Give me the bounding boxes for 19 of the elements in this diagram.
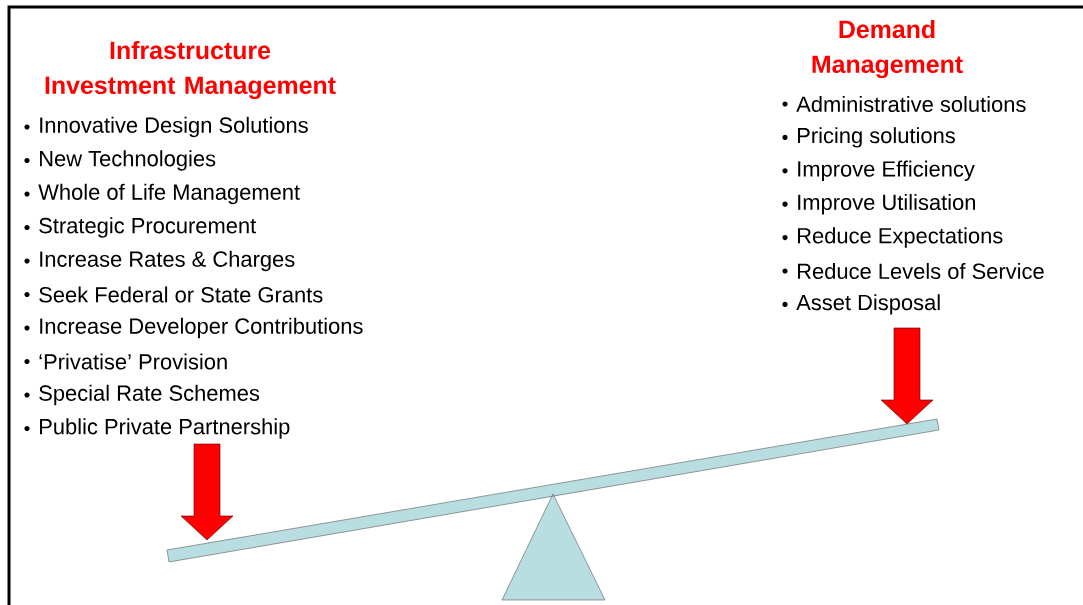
bullet-item: New Technologies	[24, 150, 216, 171]
bullet-item: Improve Utilisation	[782, 193, 975, 215]
bullet-item: Whole of Life Management	[24, 183, 300, 205]
bullet-item: Asset Disposal	[782, 294, 940, 315]
bullet-item: Reduce Levels of Service	[782, 262, 1044, 280]
bullet-item: Increase Rates & Charges	[24, 250, 295, 272]
bullet-item: Public Private Partnership	[24, 418, 290, 439]
bullet-item: ‘Privatise’ Provision	[24, 353, 227, 370]
bullet-item: Administrative solutions	[782, 95, 1026, 113]
bullet-item: Increase Developer Contributions	[24, 317, 363, 339]
bullet-item: Reduce Expectations	[782, 227, 1003, 248]
section-heading: Demand Management	[812, 19, 963, 79]
bullet-item: Strategic Procurement	[24, 217, 257, 238]
bullet-item: Seek Federal or State Grants	[24, 286, 323, 303]
bullet-item: Special Rate Schemes	[24, 384, 260, 406]
bullet-item: Improve Efficiency	[782, 160, 975, 181]
bullet-item: Innovative Design Solutions	[24, 116, 308, 138]
section-heading: Infrastructure Investment Management	[45, 40, 336, 100]
bullet-item: Pricing solutions	[782, 127, 955, 148]
